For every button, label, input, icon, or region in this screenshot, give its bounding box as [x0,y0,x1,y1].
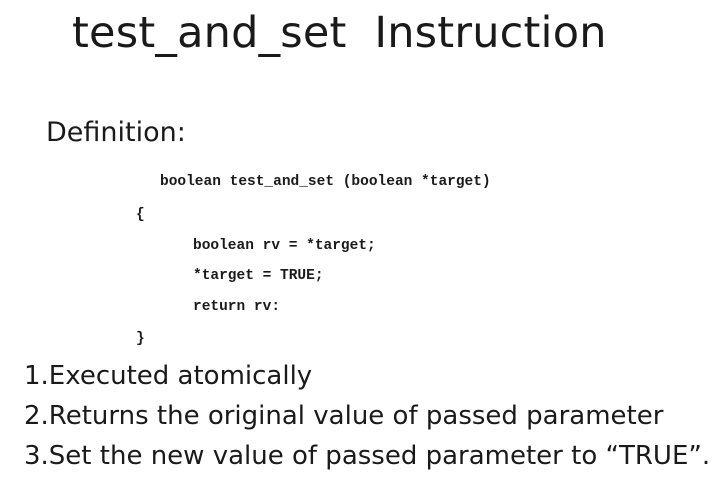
slide-title: test_and_set Instruction [72,8,607,58]
code-open-brace: { [136,207,145,223]
code-line-return: return rv: [193,299,281,315]
points-list: 1.Executed atomically 2.Returns the orig… [24,356,710,476]
code-close-brace: } [136,331,145,347]
list-item: 3.Set the new value of passed parameter … [24,441,711,471]
code-line-assign: *target = TRUE; [193,268,324,284]
code-function-signature: boolean test_and_set (boolean *target) [160,174,491,190]
list-item: 1.Executed atomically [24,361,313,391]
code-line-rv: boolean rv = *target; [193,238,376,254]
definition-label: Definition: [46,117,186,148]
list-item: 2.Returns the original value of passed p… [24,401,664,431]
